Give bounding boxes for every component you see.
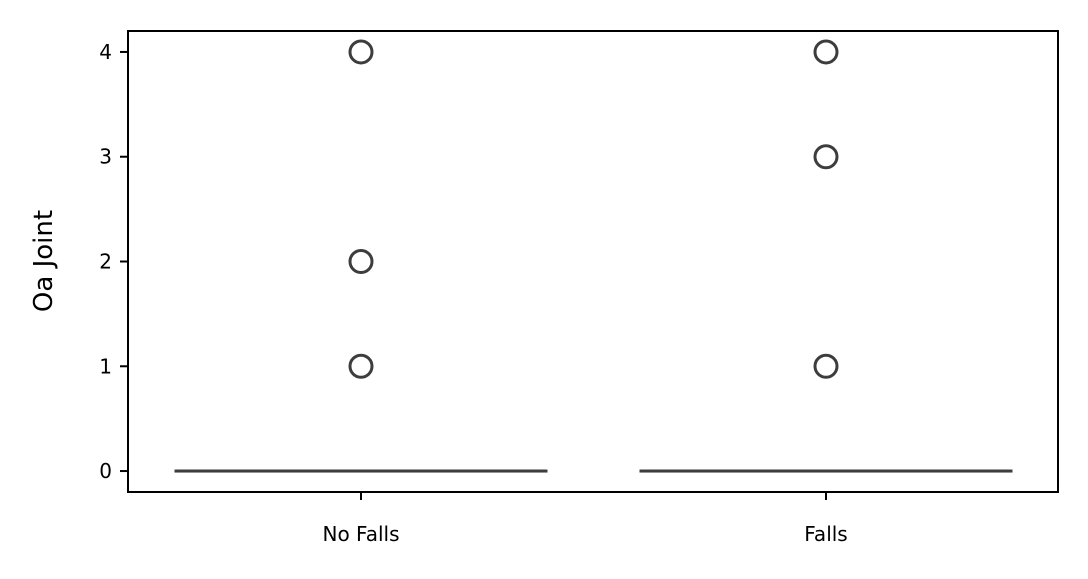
x-axis: No Falls Falls: [322, 492, 848, 546]
y-tick-label: 1: [99, 354, 112, 378]
y-axis: 0 1 2 3 4: [99, 40, 128, 483]
outlier-point: [348, 39, 374, 65]
x-tick-label: No Falls: [322, 522, 399, 546]
outlier-point: [348, 353, 374, 379]
y-tick-label: 2: [99, 250, 112, 274]
y-tick-label: 4: [99, 40, 112, 64]
outlier-point: [813, 39, 839, 65]
y-axis-title: Oa Joint: [29, 210, 59, 312]
y-tick-label: 0: [99, 459, 112, 483]
y-tick-label: 3: [99, 145, 112, 169]
outliers-layer: [348, 39, 839, 379]
x-tick-label: Falls: [804, 522, 847, 546]
outlier-point: [813, 353, 839, 379]
outlier-point: [348, 249, 374, 274]
plot-area: [127, 30, 1059, 493]
outlier-point: [813, 144, 839, 170]
